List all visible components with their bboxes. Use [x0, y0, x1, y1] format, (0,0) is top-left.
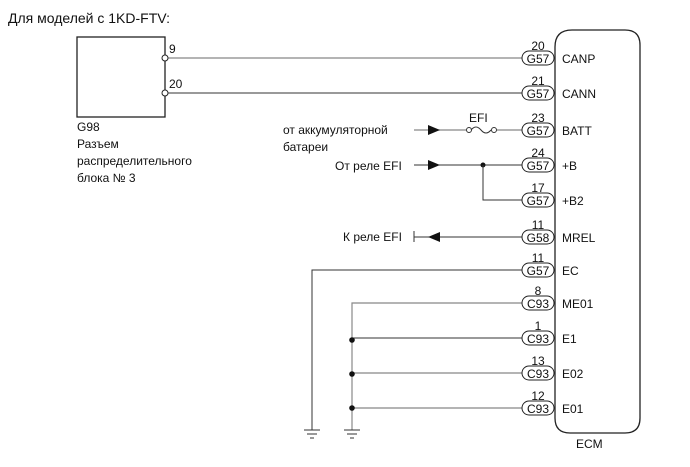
wire-plus-b2 — [482, 165, 522, 201]
connector-id: G57 — [527, 194, 550, 208]
signal-name: E02 — [562, 367, 584, 381]
g98-desc-3: блока № 3 — [77, 171, 136, 185]
pin-number: 21 — [531, 74, 545, 88]
signal-name: BATT — [562, 124, 592, 138]
junction-dot — [349, 405, 355, 411]
signal-name: EC — [562, 264, 579, 278]
ground-icon — [304, 429, 320, 439]
connector-pill — [521, 400, 555, 416]
connector-id: G57 — [527, 87, 550, 101]
pin-number: 23 — [531, 111, 545, 125]
connector-pill — [521, 85, 555, 101]
g98-desc-2: распределительного — [77, 154, 192, 168]
connector-pill — [521, 229, 555, 245]
g98-pin-20-terminal — [161, 89, 169, 97]
connector-id: C93 — [527, 332, 549, 346]
pin-number: 12 — [531, 389, 545, 403]
connector-id: C93 — [527, 367, 549, 381]
pin-number: 1 — [535, 319, 542, 333]
g98-label: G98 — [77, 120, 100, 134]
g98-pin-9-terminal — [161, 54, 169, 62]
fuse-terminal-left — [466, 127, 472, 133]
fuse-terminal-right — [491, 127, 497, 133]
connector-pill — [521, 157, 555, 173]
connector-id: C93 — [527, 402, 549, 416]
connector-id: G57 — [527, 264, 550, 278]
signal-name: CANN — [562, 87, 596, 101]
ground-icon — [344, 429, 360, 439]
fuse-label: EFI — [469, 111, 488, 125]
from-relay-label: От реле EFI — [335, 159, 402, 173]
arrow-in-icon — [428, 125, 440, 135]
connector-pill — [521, 192, 555, 208]
battery-label-1: от аккумуляторной — [283, 123, 388, 137]
fuse-icon — [470, 126, 492, 134]
wire-me01 — [351, 302, 522, 430]
wire-ec — [311, 269, 522, 430]
signal-name: +B — [562, 159, 577, 173]
connector-pill — [521, 330, 555, 346]
connector-pill — [521, 262, 555, 278]
connector-pill — [521, 365, 555, 381]
battery-label-2: батареи — [283, 140, 328, 154]
diagram-title: Для моделей с 1KD-FTV: — [8, 10, 170, 26]
signal-name: E1 — [562, 332, 577, 346]
signal-name: ME01 — [562, 297, 594, 311]
junction-dot — [349, 337, 355, 343]
connector-pill — [521, 122, 555, 138]
arrow-in-icon — [428, 160, 440, 170]
connector-id: G58 — [527, 231, 550, 245]
pin-number: 20 — [531, 39, 545, 53]
pin-number: 11 — [532, 218, 545, 232]
connector-id: G57 — [527, 124, 550, 138]
g98-pin-20: 20 — [169, 77, 183, 91]
g98-pin-9: 9 — [169, 42, 176, 56]
connector-id: G57 — [527, 159, 550, 173]
arrow-out-icon — [428, 232, 440, 242]
to-relay-label: К реле EFI — [343, 230, 402, 244]
pin-number: 17 — [531, 181, 545, 195]
pin-number: 13 — [531, 354, 545, 368]
pin-number: 24 — [531, 146, 545, 160]
ecm-box — [554, 29, 641, 434]
connector-pill — [521, 50, 555, 66]
ecm-label: ECM — [576, 437, 603, 451]
pin-number: 11 — [532, 251, 545, 265]
signal-name: E01 — [562, 402, 584, 416]
g98-connector-box — [76, 36, 166, 118]
signal-name: MREL — [562, 231, 596, 245]
junction-dot — [349, 371, 355, 377]
pin-number: 8 — [535, 284, 542, 298]
connector-id: G57 — [527, 52, 550, 66]
g98-desc-1: Разъем — [77, 137, 119, 151]
connector-pill — [521, 295, 555, 311]
signal-name: +B2 — [562, 194, 584, 208]
signal-name: CANP — [562, 52, 595, 66]
connector-id: C93 — [527, 297, 549, 311]
